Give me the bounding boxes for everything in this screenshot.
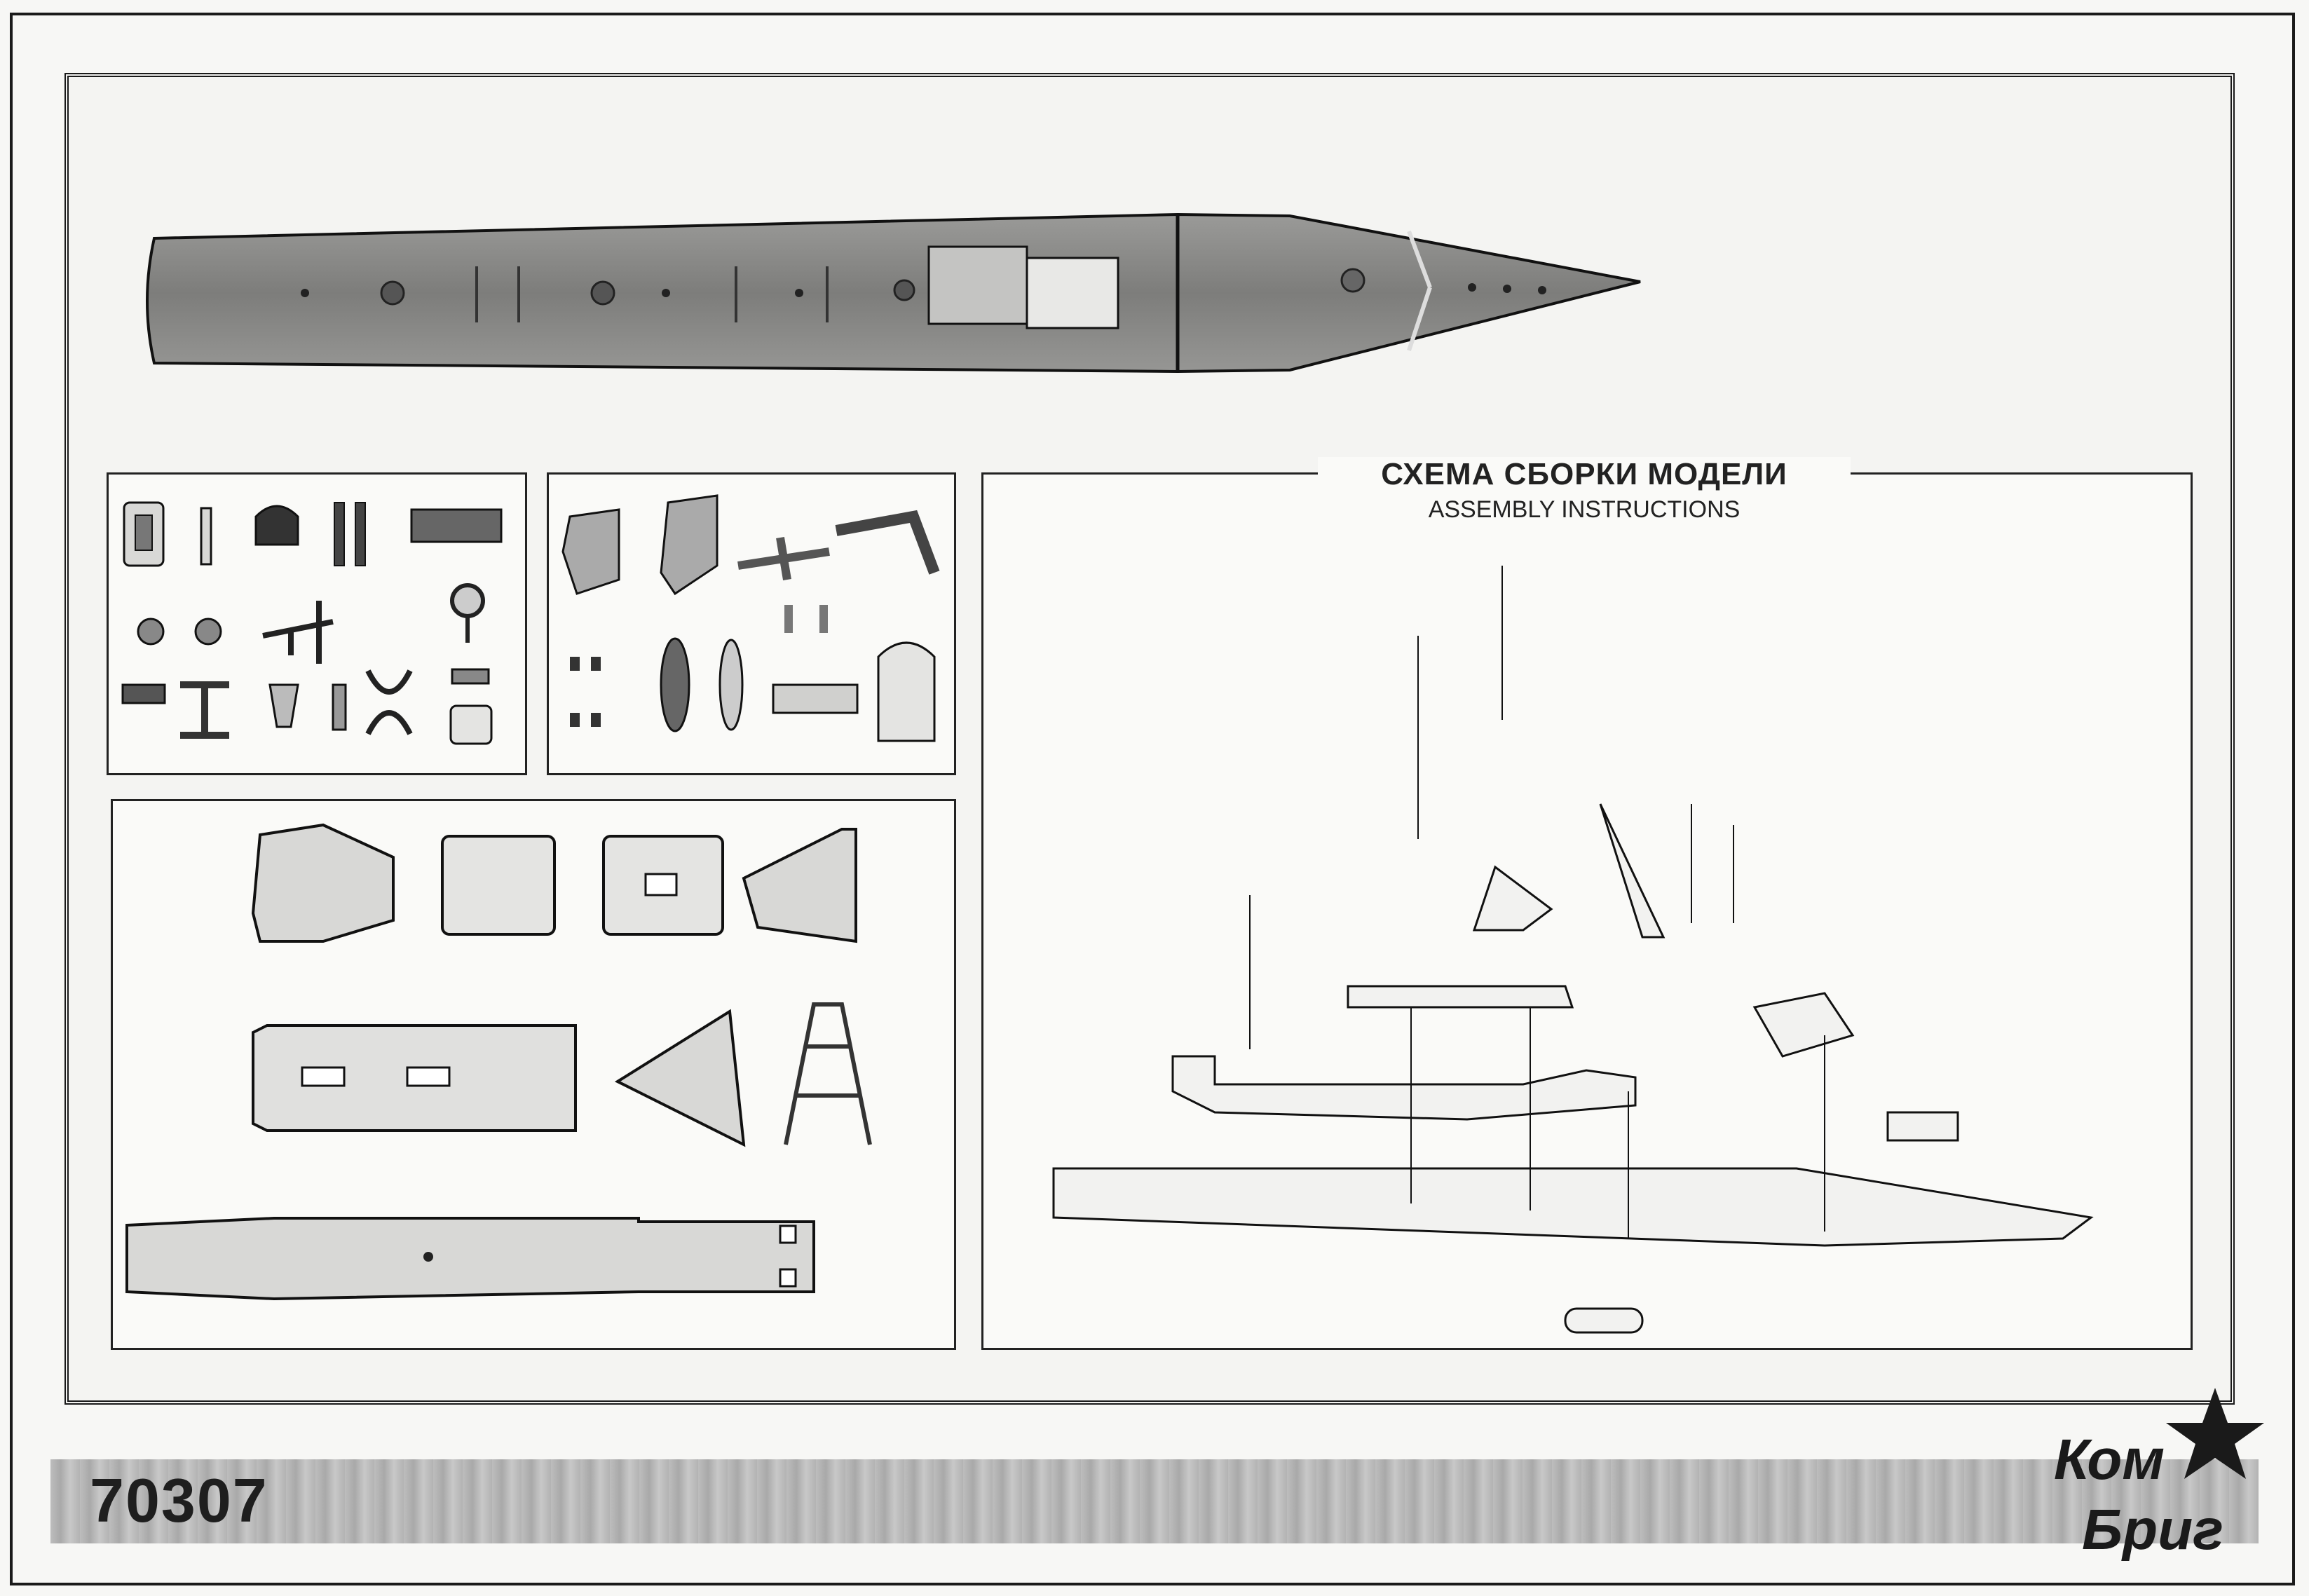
part xyxy=(121,683,166,704)
part xyxy=(332,683,347,731)
part xyxy=(614,1009,746,1147)
svg-text:Бриг: Бриг xyxy=(2082,1498,2223,1562)
part xyxy=(355,502,366,566)
part xyxy=(180,681,229,739)
part xyxy=(268,683,299,728)
part xyxy=(125,1217,815,1301)
part xyxy=(194,618,222,646)
hull-deck-plan xyxy=(146,212,1641,374)
assembly-title-en: ASSEMBLY INSTRUCTIONS xyxy=(1428,496,1741,523)
part xyxy=(779,1268,797,1288)
part xyxy=(365,669,413,735)
assembly-bridge xyxy=(1347,985,1574,1009)
part xyxy=(561,508,620,595)
outer-frame xyxy=(10,13,2295,1585)
part xyxy=(779,1225,797,1244)
part xyxy=(772,683,859,714)
part xyxy=(334,502,345,566)
superstructure-block xyxy=(927,245,1028,325)
part xyxy=(644,873,678,896)
part xyxy=(784,1002,872,1145)
small-parts-sprue-1 xyxy=(107,472,527,775)
assembly-title: СХЕМА СБОРКИ МОДЕЛИ ASSEMBLY INSTRUCTION… xyxy=(1318,457,1851,524)
part xyxy=(660,494,718,596)
part xyxy=(591,713,601,727)
part xyxy=(251,823,395,943)
part xyxy=(570,713,580,727)
part xyxy=(450,583,486,643)
assembly-deckhouse xyxy=(1171,1055,1637,1121)
part xyxy=(742,828,857,943)
assembly-mast-base xyxy=(1472,865,1553,932)
small-parts-sprue-2 xyxy=(547,472,956,775)
assembly-diagram xyxy=(981,472,2193,1350)
part xyxy=(784,605,793,633)
hull-outline xyxy=(146,212,1641,374)
part xyxy=(451,668,490,685)
star-icon xyxy=(2166,1388,2264,1479)
assembly-mast xyxy=(1599,803,1666,939)
part xyxy=(410,508,503,543)
assembly-title-ru: СХЕМА СБОРКИ МОДЕЛИ xyxy=(1381,457,1787,491)
superstructure-block xyxy=(1026,257,1119,329)
svg-text:Ком: Ком xyxy=(2054,1428,2165,1492)
part xyxy=(254,505,299,546)
part xyxy=(262,601,334,664)
part xyxy=(737,537,830,580)
part xyxy=(449,704,493,745)
assembly-boat xyxy=(1564,1307,1644,1334)
part xyxy=(877,641,936,742)
part xyxy=(406,1066,451,1087)
part xyxy=(137,618,165,646)
part xyxy=(718,639,744,731)
footer-band xyxy=(50,1459,2259,1543)
part xyxy=(135,514,153,551)
assembly-hull xyxy=(1052,1167,2094,1247)
large-parts-sprue xyxy=(111,799,956,1350)
assembly-part xyxy=(1886,1111,1959,1142)
part xyxy=(301,1066,346,1087)
part xyxy=(835,510,940,575)
kit-number: 70307 xyxy=(90,1466,268,1535)
part xyxy=(819,605,828,633)
assembly-aft-tower xyxy=(1752,992,1855,1058)
kombrig-logo: Ком Бриг xyxy=(2054,1388,2264,1562)
part xyxy=(591,657,601,671)
part xyxy=(200,507,212,566)
part xyxy=(570,657,580,671)
part xyxy=(660,637,690,732)
part xyxy=(441,835,556,936)
